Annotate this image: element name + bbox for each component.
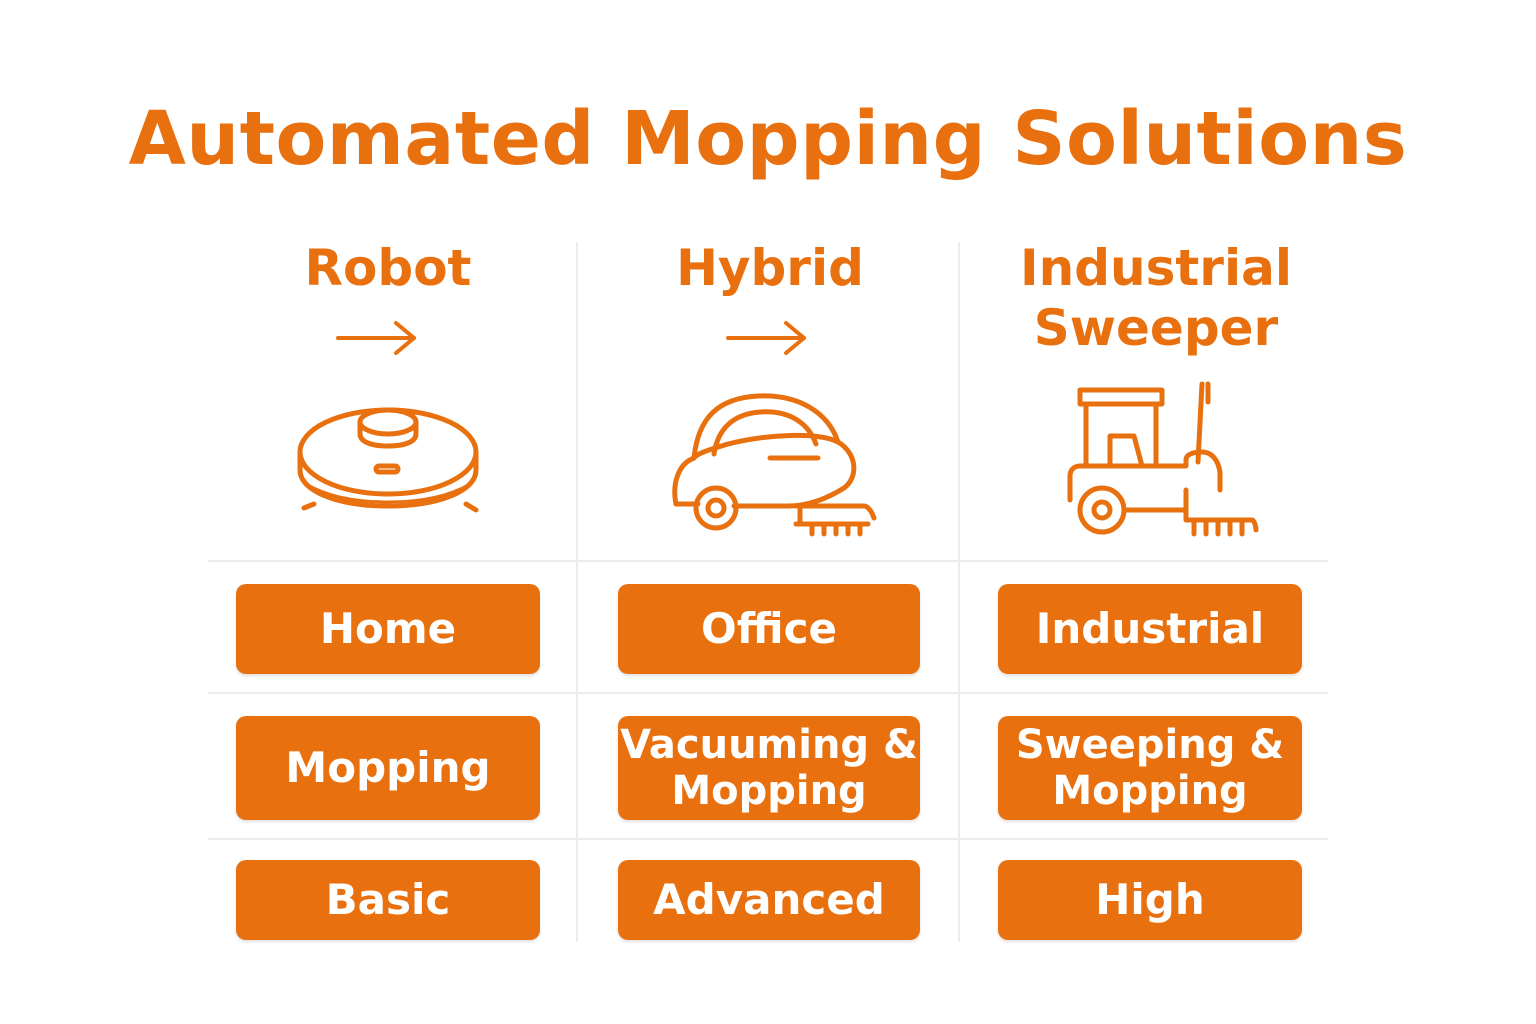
column-header-industrial-sweeper: Industrial Sweeper <box>998 238 1314 358</box>
environment-badge: Home <box>236 584 540 674</box>
column-divider <box>958 242 960 942</box>
robot-vacuum-icon <box>297 407 479 513</box>
column-header-line1: Industrial <box>1020 239 1292 297</box>
function-label-line1: Sweeping & <box>1015 722 1285 768</box>
arrow-right-icon <box>336 321 416 355</box>
function-label-line2: Mopping <box>671 768 867 814</box>
function-label-line2: Mopping <box>1052 768 1248 814</box>
row-divider <box>208 560 1328 562</box>
function-badge: Sweeping & Mopping <box>998 716 1302 820</box>
level-badge: Basic <box>236 860 540 940</box>
arrow-right-icon <box>726 321 806 355</box>
function-label: Mopping <box>285 743 491 792</box>
function-label-line1: Vacuuming & <box>620 722 918 768</box>
function-badge: Vacuuming & Mopping <box>618 716 920 820</box>
page-title: Automated Mopping Solutions <box>128 96 1408 182</box>
column-header-line2: Sweeper <box>1033 299 1279 357</box>
row-divider <box>208 692 1328 694</box>
industrial-sweeper-icon <box>1067 381 1259 537</box>
hybrid-cleaner-icon <box>672 393 877 537</box>
function-badge: Mopping <box>236 716 540 820</box>
column-header-robot: Robot <box>304 239 472 297</box>
level-badge: Advanced <box>618 860 920 940</box>
row-divider <box>208 838 1328 840</box>
environment-badge: Office <box>618 584 920 674</box>
level-badge: High <box>998 860 1302 940</box>
column-header-hybrid: Hybrid <box>676 239 864 297</box>
column-divider <box>576 242 578 942</box>
environment-badge: Industrial <box>998 584 1302 674</box>
